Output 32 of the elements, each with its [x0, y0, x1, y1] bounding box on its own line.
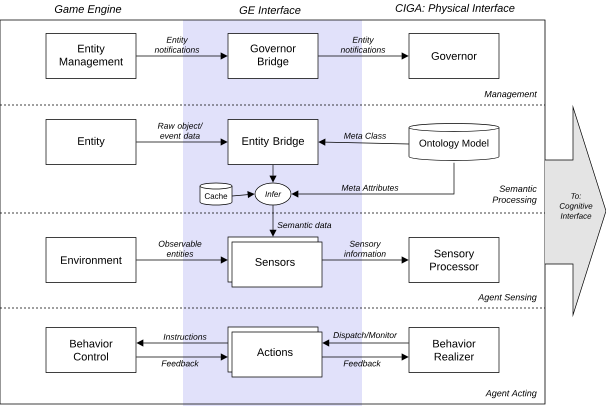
- process-box: Entity Bridge: [228, 119, 318, 165]
- edge-label: Sensory information: [344, 240, 386, 257]
- edge-label: Meta Attributes: [342, 184, 398, 191]
- column-header: Game Engine: [54, 4, 122, 16]
- process-box: Entity Management: [46, 33, 136, 79]
- edge-label: Instructions: [164, 334, 207, 340]
- lane-label: Semantic Processing: [492, 185, 537, 205]
- process-box: Entity: [46, 119, 136, 165]
- database-cylinder: Cache: [200, 182, 232, 206]
- stacked-box: Sensors: [228, 236, 322, 288]
- process-box: Sensory Processor: [408, 237, 500, 283]
- edge-label: Feedback: [344, 360, 382, 366]
- edge-label: Entity notifications: [340, 36, 386, 53]
- process-box: Behavior Realizer: [408, 327, 500, 373]
- edge-label: Entity notifications: [154, 36, 200, 53]
- edge-label: Raw object/ event data: [158, 122, 204, 139]
- lane-label: Agent Sensing: [478, 294, 537, 302]
- column-header: CIGA: Physical Interface: [396, 4, 514, 14]
- stacked-box: Actions: [228, 326, 322, 378]
- process-box: Environment: [46, 237, 136, 283]
- edge-label: Feedback: [162, 360, 200, 366]
- edge-label: Dispatch/Monitor: [333, 332, 398, 340]
- process-box: Governor Bridge: [228, 33, 318, 79]
- edge-label: Observable entities: [158, 240, 202, 257]
- edge-label: Meta Class: [344, 132, 386, 139]
- edge-label: Semantic data: [277, 222, 332, 228]
- database-cylinder: Ontology Model: [408, 123, 500, 161]
- process-box: Governor: [408, 33, 500, 79]
- lane-label: Agent Acting: [485, 390, 537, 398]
- process-box: Behavior Control: [46, 327, 136, 373]
- column-header: GE Interface: [240, 6, 300, 14]
- lane-label: Management: [484, 90, 538, 100]
